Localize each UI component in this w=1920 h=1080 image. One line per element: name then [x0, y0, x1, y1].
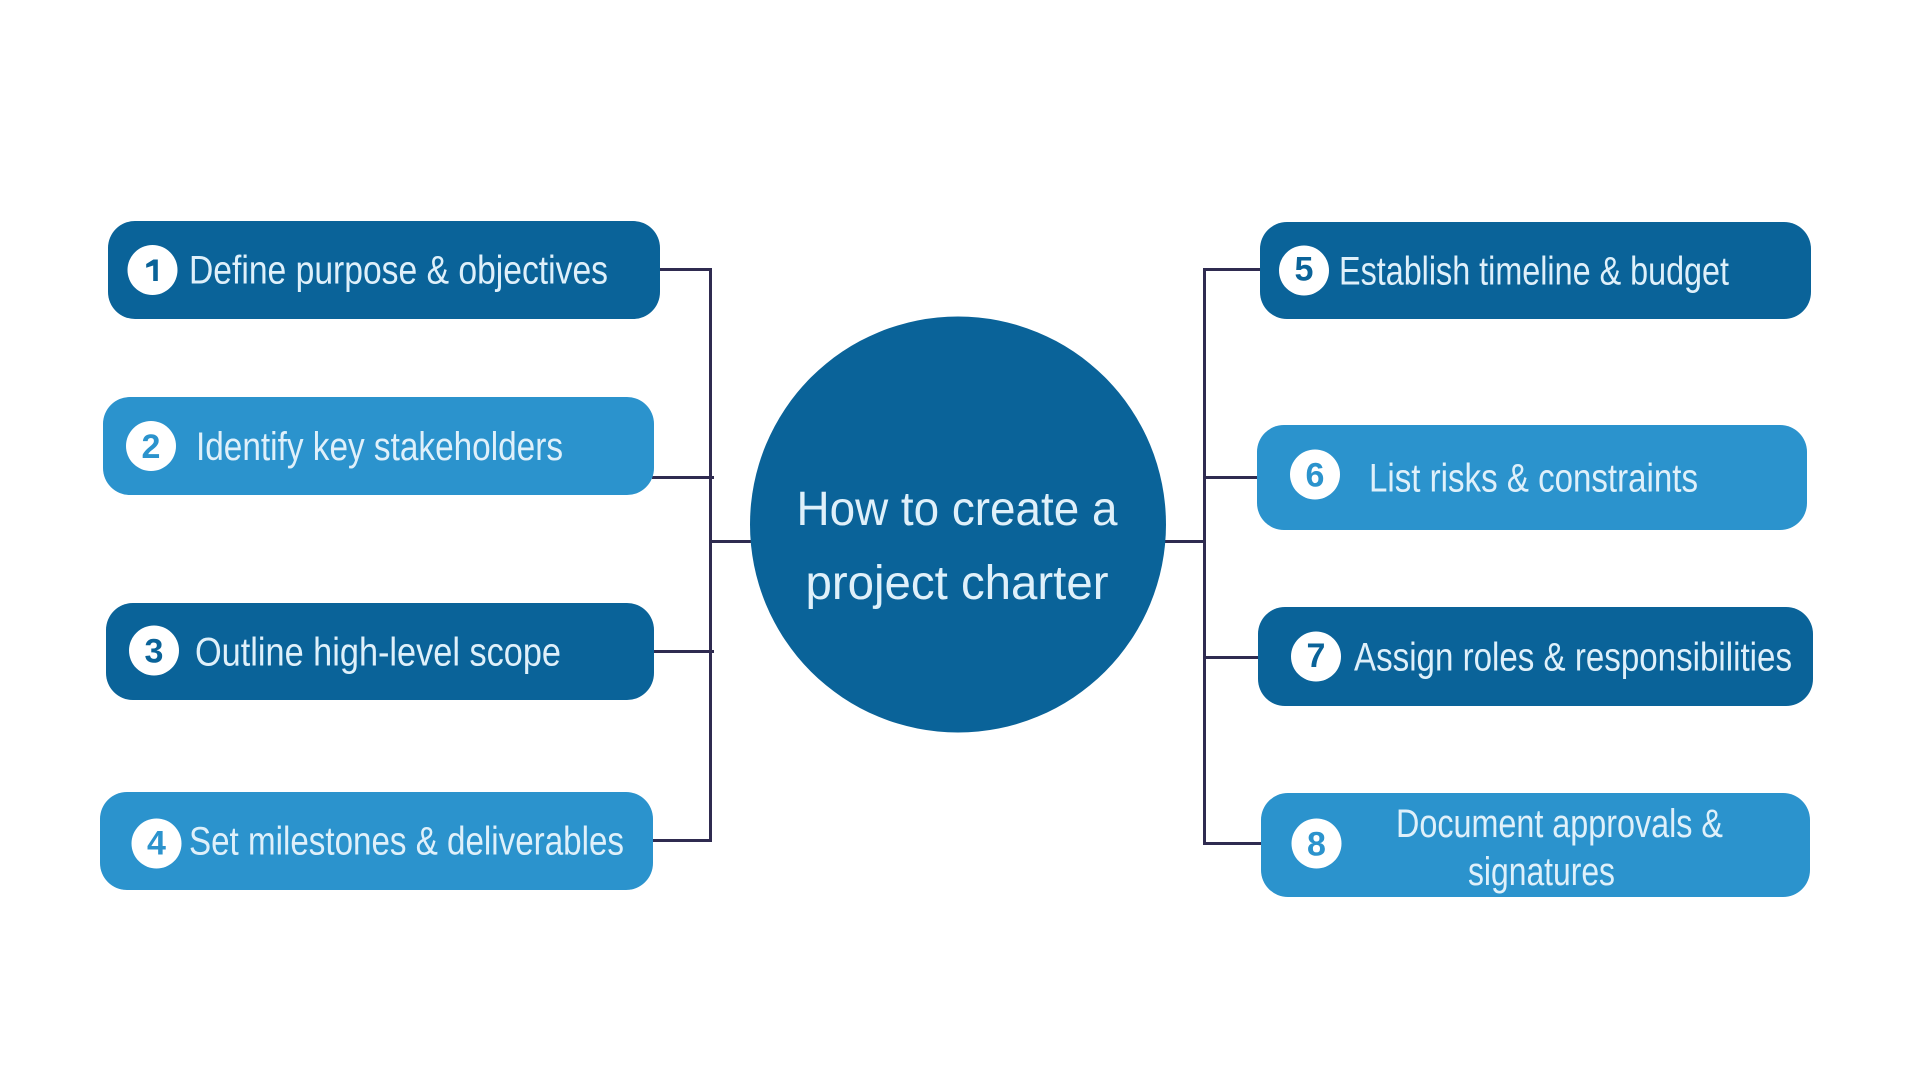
svg-text:Establish timeline & budget: Establish timeline & budget [1339, 250, 1729, 294]
svg-text:4: 4 [147, 825, 166, 863]
svg-text:Set milestones & deliverables: Set milestones & deliverables [189, 820, 624, 864]
svg-text:Document approvals &: Document approvals & [1396, 802, 1723, 846]
svg-text:signatures: signatures [1468, 850, 1615, 894]
svg-text:7: 7 [1307, 637, 1326, 675]
svg-text:Assign roles & responsibilitie: Assign roles & responsibilities [1354, 636, 1792, 680]
svg-text:Outline high-level scope: Outline high-level scope [195, 631, 561, 675]
svg-text:project charter: project charter [806, 557, 1109, 610]
svg-text:5: 5 [1295, 251, 1314, 289]
svg-text:2: 2 [142, 428, 161, 466]
svg-text:8: 8 [1307, 826, 1326, 864]
svg-text:3: 3 [145, 633, 164, 671]
svg-text:Identify key stakeholders: Identify key stakeholders [196, 425, 563, 469]
svg-text:How to create a: How to create a [797, 483, 1118, 536]
svg-text:List risks & constraints: List risks & constraints [1369, 457, 1698, 501]
svg-text:Define purpose & objectives: Define purpose & objectives [189, 249, 608, 293]
svg-text:6: 6 [1306, 457, 1325, 495]
